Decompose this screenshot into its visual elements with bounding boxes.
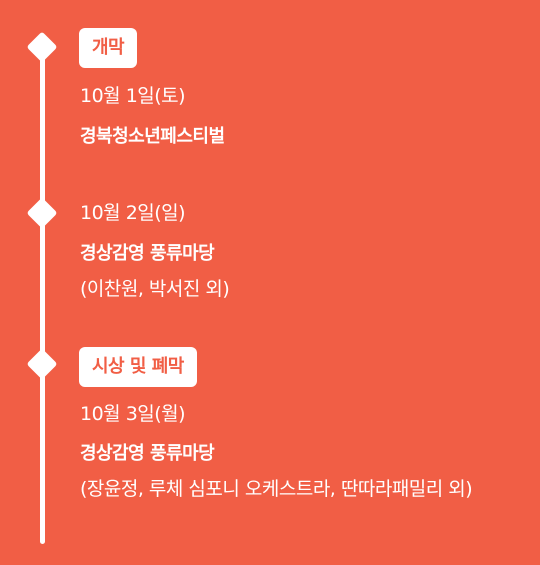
event-date: 10월 3일(월) bbox=[80, 403, 186, 425]
timeline-marker-icon bbox=[26, 31, 58, 63]
event-performers: (이찬원, 박서진 외) bbox=[80, 278, 230, 300]
timeline-marker-icon bbox=[26, 348, 58, 380]
timeline-line bbox=[40, 36, 45, 544]
event-badge-opening: 개막 bbox=[79, 28, 138, 68]
event-venue: 경북청소년페스티벌 bbox=[80, 126, 225, 147]
event-badge-closing: 시상 및 폐막 bbox=[79, 347, 197, 387]
event-date: 10월 1일(토) bbox=[80, 85, 186, 107]
event-venue: 경상감영 풍류마당 bbox=[80, 243, 215, 264]
event-performers: (장윤정, 루체 심포니 오케스트라, 딴따라패밀리 외) bbox=[80, 478, 473, 500]
timeline-marker-icon bbox=[26, 197, 58, 229]
event-venue: 경상감영 풍류마당 bbox=[80, 443, 215, 464]
event-date: 10월 2일(일) bbox=[80, 202, 186, 224]
